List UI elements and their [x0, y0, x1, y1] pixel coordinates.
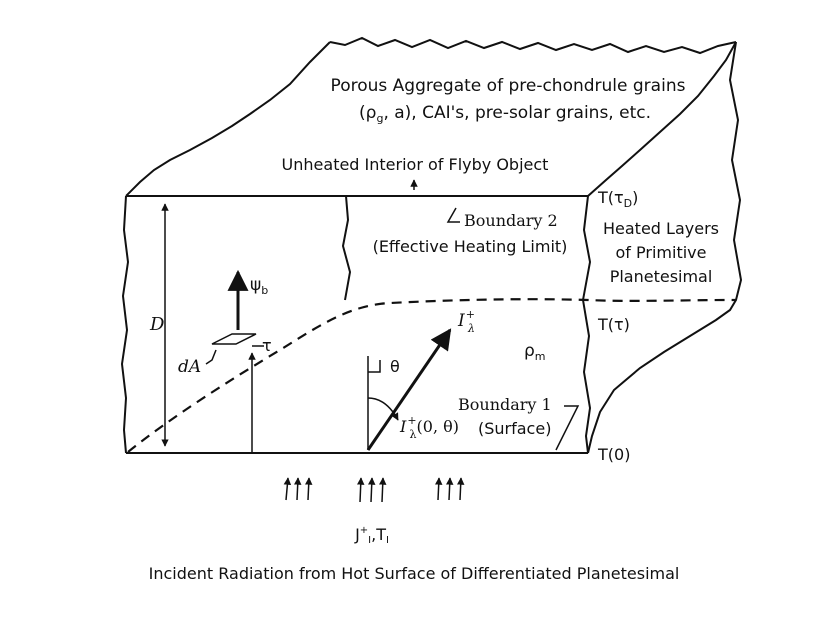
- rho-m-label: ρm: [524, 341, 546, 363]
- right-top-edge: [587, 41, 737, 197]
- t0-label: T(0): [597, 445, 630, 464]
- top-line-2: (ρg, a), CAI's, pre-solar grains, etc.: [359, 103, 651, 125]
- theta-label: θ: [390, 357, 400, 376]
- dA-pointer: [205, 349, 217, 365]
- boundary2-pointer: [446, 207, 460, 223]
- t-tau-d-label: T(τD): [597, 188, 638, 210]
- psi-b-label: ψb: [250, 275, 268, 297]
- boundary1-label: Boundary 1: [458, 395, 552, 414]
- D-label: D: [149, 314, 165, 335]
- top-line-1: Porous Aggregate of pre-chondrule grains: [331, 76, 686, 96]
- boundary2-label: Boundary 2: [464, 211, 558, 230]
- theta-arc: [367, 397, 399, 421]
- surface-label: (Surface): [478, 419, 551, 438]
- right-front-edge: [581, 195, 592, 454]
- i-lambda-plus-label: I+λ: [457, 308, 475, 335]
- right-side-far-edge: [587, 41, 743, 454]
- heating-front-dashed-line: [127, 298, 737, 453]
- radiation-arrow: [434, 477, 443, 501]
- heated-layers-line2: of Primitive: [616, 243, 707, 262]
- t-tau-label: T(τ): [597, 315, 630, 334]
- i-lambda-0-theta-label: I+λ(0, θ): [399, 414, 459, 441]
- intensity-arrow: [366, 328, 452, 451]
- radiation-arrow: [356, 477, 365, 503]
- back-top-edge: [329, 36, 737, 55]
- box-outline: [120, 36, 743, 454]
- radiation-arrow: [304, 477, 313, 501]
- radiation-arrow: [456, 477, 465, 501]
- radiation-arrow: [378, 477, 387, 503]
- incident-radiation-caption: Incident Radiation from Hot Surface of D…: [149, 564, 680, 583]
- right-angle-mark: [368, 360, 381, 373]
- effective-heating-label: (Effective Heating Limit): [373, 237, 568, 256]
- boundary2-edge: [341, 195, 352, 301]
- tau-label: τ: [262, 336, 272, 355]
- dA-label: dA: [178, 357, 201, 377]
- unheated-interior-label: Unheated Interior of Flyby Object: [282, 155, 549, 174]
- heated-layers-line1: Heated Layers: [603, 219, 719, 238]
- radiation-arrow: [445, 477, 454, 501]
- area-element-dA: [211, 333, 257, 345]
- radiation-arrow: [283, 477, 292, 501]
- radiation-arrows: [283, 477, 465, 503]
- heated-layers-line3: Planetesimal: [610, 267, 713, 286]
- radiation-arrow: [293, 477, 302, 501]
- j-t-label: J+I,TI: [354, 525, 389, 546]
- left-top-edge: [125, 41, 331, 197]
- radiation-arrow: [367, 477, 376, 503]
- boundary1-pointer: [555, 405, 580, 451]
- left-front-edge: [120, 195, 130, 454]
